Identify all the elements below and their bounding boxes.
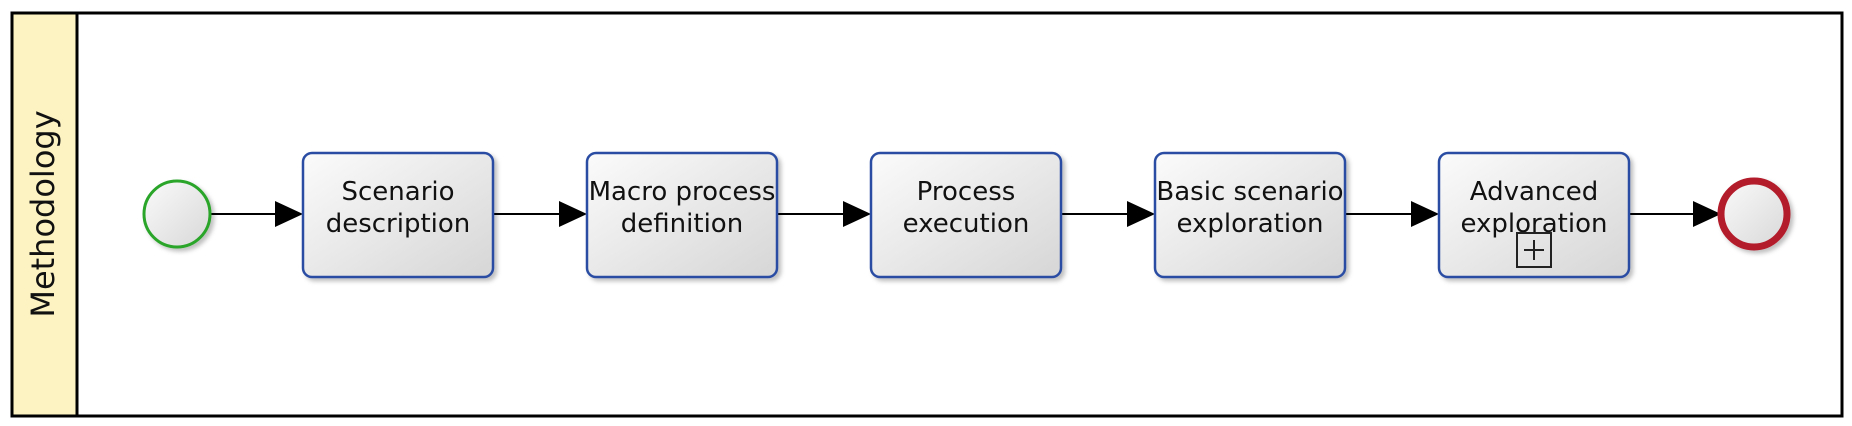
task-label-line: Process: [917, 177, 1016, 207]
task-label-line: Scenario: [341, 177, 454, 207]
task-box[interactable]: [301, 151, 495, 279]
sequence-flow[interactable]: [1629, 201, 1721, 227]
task-label-line: definition: [621, 209, 743, 239]
flow-arrowhead: [843, 201, 871, 227]
task-box[interactable]: [1437, 151, 1631, 279]
task-box[interactable]: [1153, 151, 1347, 279]
lane-header[interactable]: [10, 11, 79, 418]
sequence-flows: [210, 201, 1721, 227]
task-box[interactable]: [585, 151, 779, 279]
task-label-line: Macro process: [589, 177, 776, 207]
task-label-line: Basic scenario: [1156, 177, 1343, 207]
start-event[interactable]: [142, 179, 212, 249]
sequence-flow[interactable]: [1061, 201, 1155, 227]
sequence-flow[interactable]: [777, 201, 871, 227]
sequence-flow[interactable]: [493, 201, 587, 227]
task-label-line: description: [326, 209, 471, 239]
lane-label: Methodology: [24, 110, 62, 317]
flow-arrowhead: [559, 201, 587, 227]
task-label-line: execution: [903, 209, 1030, 239]
flow-arrowhead: [1693, 201, 1721, 227]
task-label-line: Advanced: [1470, 177, 1598, 207]
task-box[interactable]: [869, 151, 1063, 279]
sequence-flow[interactable]: [210, 201, 303, 227]
flow-arrowhead: [1411, 201, 1439, 227]
flow-arrowhead: [1127, 201, 1155, 227]
sequence-flow[interactable]: [1345, 201, 1439, 227]
task-label-line: exploration: [1461, 209, 1608, 239]
task-label-line: exploration: [1177, 209, 1324, 239]
flow-arrowhead: [275, 201, 303, 227]
end-event[interactable]: [1717, 177, 1791, 251]
events: [142, 177, 1791, 251]
subprocess-expand-icon[interactable]: [1516, 232, 1552, 268]
